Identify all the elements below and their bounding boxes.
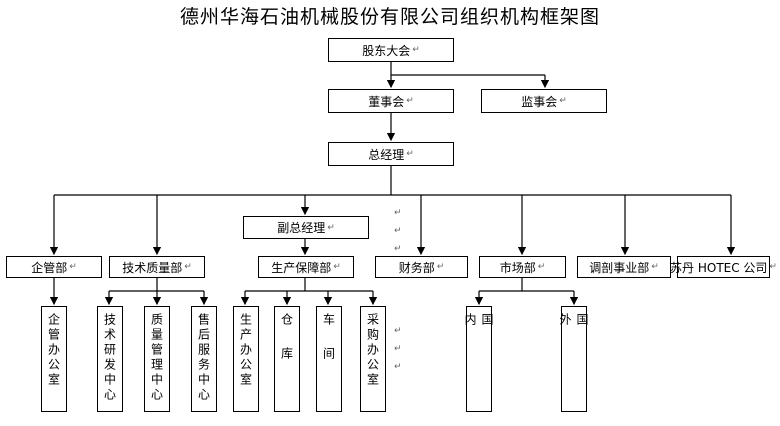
subunit-warehouse: 仓库 bbox=[274, 306, 300, 412]
subunit-purchasing-office: 采购办公室 bbox=[360, 306, 386, 412]
paragraph-mark: ↵ bbox=[333, 262, 341, 272]
subunit-domestic: 国内 bbox=[463, 306, 494, 412]
paragraph-mark: ↵ bbox=[406, 96, 414, 106]
subunit-overseas: 国外 bbox=[558, 306, 589, 412]
paragraph-mark: ↵ bbox=[559, 96, 567, 106]
paragraph-mark: ↵ bbox=[184, 262, 192, 272]
paragraph-mark: ↵ bbox=[406, 149, 414, 159]
paragraph-mark: ↵ bbox=[394, 362, 402, 372]
node-shareholders-meeting: 股东大会↵ bbox=[328, 38, 454, 62]
node-marketing-dept: 市场部↵ bbox=[479, 256, 566, 278]
paragraph-mark: ↵ bbox=[394, 226, 402, 236]
paragraph-mark: ↵ bbox=[327, 222, 335, 233]
paragraph-mark: ↵ bbox=[394, 208, 402, 218]
node-technical-quality-dept: 技术质量部↵ bbox=[109, 256, 205, 278]
node-enterprise-management-dept: 企管部↵ bbox=[6, 256, 102, 278]
subunit-production-office: 生产办公室 bbox=[233, 306, 259, 412]
paragraph-mark: ↵ bbox=[651, 262, 659, 272]
paragraph-mark: ↵ bbox=[69, 262, 77, 272]
node-board-of-supervisors: 监事会↵ bbox=[481, 89, 607, 113]
paragraph-mark: ↵ bbox=[394, 326, 402, 336]
diagram-title: 德州华海石油机械股份有限公司组织机构框架图 bbox=[179, 6, 600, 28]
node-deputy-general-manager: 副总经理↵ bbox=[243, 216, 369, 239]
subunit-after-sales-center: 售后服务中心 bbox=[191, 306, 217, 412]
node-general-manager: 总经理↵ bbox=[328, 142, 454, 166]
subunit-tech-rd-center: 技术研发中心 bbox=[97, 306, 123, 412]
subunit-quality-management-center: 质量管理中心 bbox=[144, 306, 170, 412]
paragraph-mark: ↵ bbox=[394, 344, 402, 354]
paragraph-mark: ↵ bbox=[537, 262, 546, 272]
paragraph-mark: ↵ bbox=[769, 262, 777, 272]
node-profile-control-business-dept: 调剖事业部↵ bbox=[577, 256, 671, 278]
node-finance-dept: 财务部↵ bbox=[375, 256, 468, 278]
node-production-support-dept: 生产保障部↵ bbox=[258, 256, 354, 278]
paragraph-mark: ↵ bbox=[412, 45, 420, 55]
paragraph-mark: ↵ bbox=[394, 244, 402, 254]
node-board-of-directors: 董事会↵ bbox=[328, 89, 454, 113]
subunit-workshop: 车间 bbox=[316, 306, 342, 412]
paragraph-mark: ↵ bbox=[436, 262, 445, 272]
node-sudan-hotec-company: 苏丹 HOTEC 公司↵ bbox=[670, 256, 777, 278]
subunit-enterprise-office: 企管办公室 bbox=[41, 306, 67, 412]
